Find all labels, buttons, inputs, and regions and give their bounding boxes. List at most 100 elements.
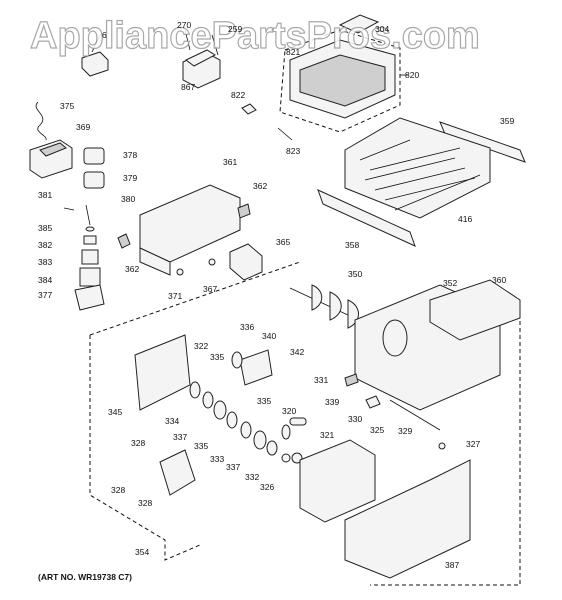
assembly-boundary [89,261,521,586]
callout-label: 375 [60,101,74,111]
part-327 [438,442,446,450]
callout-label: 362 [125,264,139,274]
callout-label: 320 [282,406,296,416]
callout-label: 331 [314,375,328,385]
part-379 [83,171,105,189]
callout-label: 387 [445,560,459,570]
art-number: (ART NO. WR19738 C7) [38,572,132,582]
callout-label: 367 [203,284,217,294]
part-375 [35,101,47,141]
part-384 [79,267,101,287]
callout-label: 359 [500,116,514,126]
callout-label: 416 [458,214,472,224]
callout-label: 384 [38,275,52,285]
part-377 [74,284,105,311]
part-369 [29,139,73,179]
part-381 [63,207,75,211]
blade-stack [189,381,278,456]
callout-label: 335 [194,441,208,451]
part-328 [159,449,196,496]
part-383 [81,249,99,265]
callout-label: 327 [466,439,480,449]
part-367 [208,258,216,266]
callout-label: 822 [231,90,245,100]
part-326 [281,453,291,463]
callout-label: 360 [492,275,506,285]
part-362b [117,233,131,249]
part-358 [317,189,416,247]
part-380 [85,204,91,226]
callout-label: 335 [210,352,224,362]
part-329 [389,399,441,431]
callout-label: 380 [121,194,135,204]
callout-label: 823 [286,146,300,156]
callout-label: 304 [375,24,389,34]
part-387 [344,459,471,579]
callout-label: 365 [276,237,290,247]
callout-label: 321 [320,430,334,440]
part-385 [85,226,95,232]
callout-label: 821 [286,47,300,57]
callout-label: 326 [260,482,274,492]
callout-label: 352 [443,278,457,288]
part-416 [344,117,491,219]
callout-label: 369 [76,122,90,132]
callout-label: 337 [173,432,187,442]
part-362a [237,203,251,219]
callout-label: 330 [348,414,362,424]
part-6 [81,34,109,77]
part-378 [83,147,105,165]
callout-label: 345 [108,407,122,417]
callout-label: 332 [245,472,259,482]
callout-label: 328 [131,438,145,448]
part-822 [241,103,257,115]
callout-label: 383 [38,257,52,267]
callout-label: 385 [38,223,52,233]
callout-label: 381 [38,190,52,200]
part-325 [299,439,376,523]
callout-label: 335 [257,396,271,406]
part-365 [229,243,263,281]
part-342 [239,349,273,386]
part-345 [134,334,191,411]
callout-label: 333 [210,454,224,464]
callout-label: 336 [240,322,254,332]
part-371 [176,268,184,276]
callout-label: 328 [138,498,152,508]
callout-label: 337 [226,462,240,472]
callout-label: 382 [38,240,52,250]
part-360 [429,279,521,341]
callout-label: 270 [177,20,191,30]
callout-label: 334 [165,416,179,426]
callout-label: 867 [181,82,195,92]
callout-label: 350 [348,269,362,279]
callout-label: 328 [111,485,125,495]
callout-label: 6 [102,30,107,40]
part-867 [182,29,221,89]
icemaker-assembly [279,14,408,133]
part-361 [139,184,241,276]
callout-label: 339 [325,397,339,407]
part-382 [83,235,97,245]
callout-label: 342 [290,347,304,357]
part-823 [277,127,293,141]
part-359 [439,121,526,163]
callout-label: 371 [168,291,182,301]
callout-label: 322 [194,341,208,351]
callout-label: 362 [253,181,267,191]
part-339 [289,417,307,426]
callout-label: 361 [223,157,237,167]
callout-label: 820 [405,70,419,80]
part-331 [344,373,359,387]
callout-label: 379 [123,173,137,183]
callout-label: 259 [228,24,242,34]
watermark: AppliancePartsPros.com [30,15,480,57]
part-336 [231,351,243,369]
callout-label: 329 [398,426,412,436]
callout-label: 340 [262,331,276,341]
part-330 [365,395,381,409]
callout-label: 325 [370,425,384,435]
callout-label: 377 [38,290,52,300]
